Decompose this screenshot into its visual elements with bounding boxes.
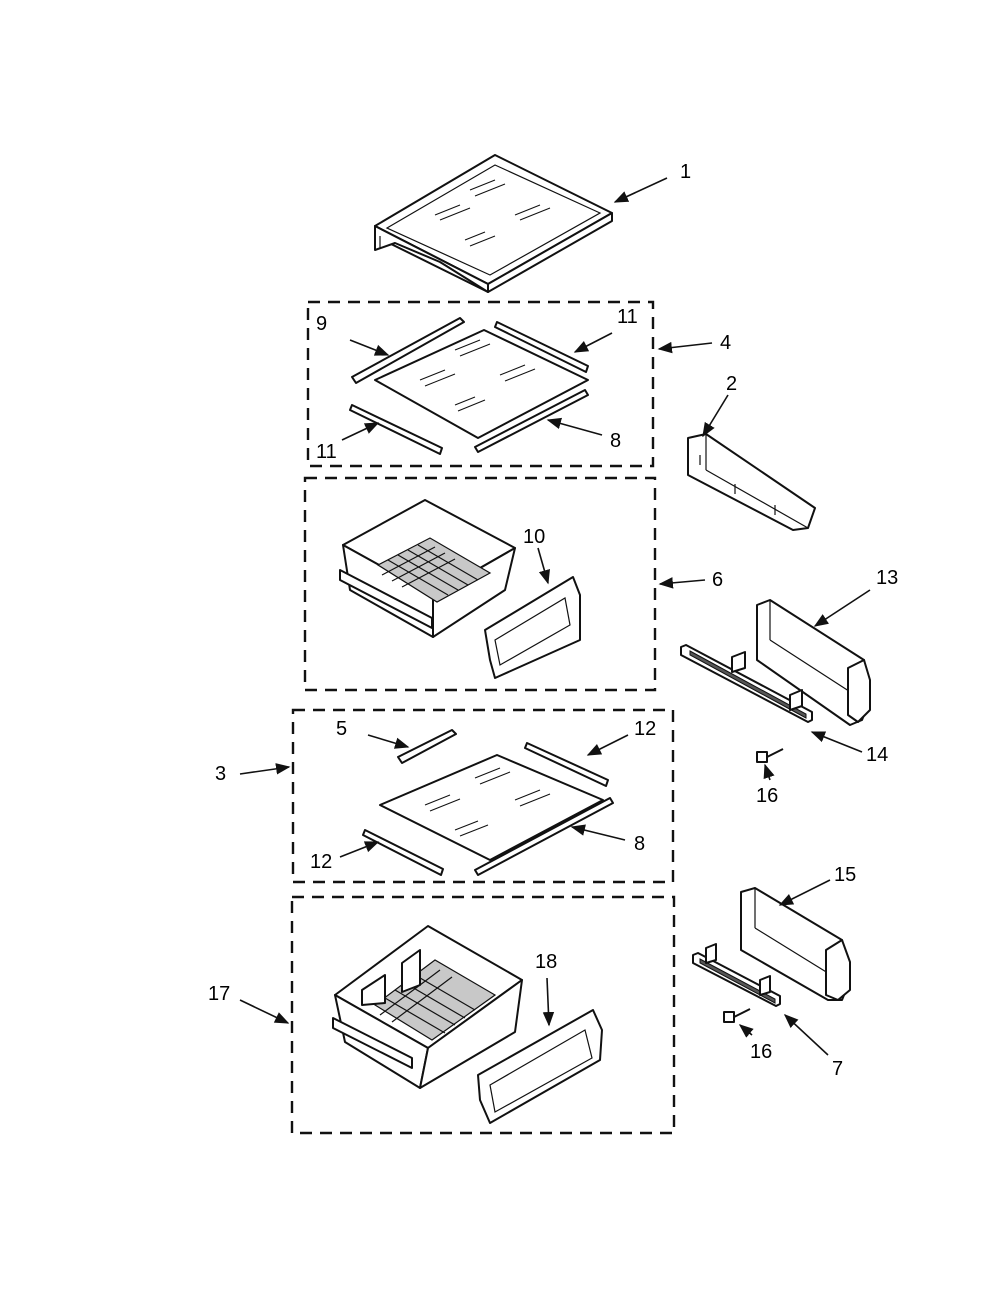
- part-16-screw-upper: [756, 748, 784, 763]
- leader-16-upper: [763, 763, 775, 781]
- leader-2: [702, 394, 729, 438]
- group-4-box: [306, 300, 655, 468]
- callout-12-left: 12: [310, 851, 332, 873]
- leader-11-right: [573, 332, 613, 353]
- part-14-slide-rail: [680, 644, 813, 723]
- part-7-slide-rail: [692, 943, 781, 1007]
- part-8-trim: [474, 389, 589, 453]
- leader-8-lower: [570, 824, 626, 841]
- leader-18: [542, 977, 555, 1027]
- callout-16-upper: 16: [756, 785, 778, 807]
- leader-1: [613, 177, 668, 203]
- part-15-slide-cover: [740, 887, 851, 1001]
- leader-4: [657, 341, 713, 354]
- callout-1: 1: [680, 161, 691, 183]
- leader-12-right: [586, 734, 629, 756]
- part-8-trim-lower: [474, 797, 614, 876]
- part-12-trim-right: [524, 742, 609, 787]
- callout-15: 15: [834, 864, 856, 886]
- part-11-trim-right: [494, 321, 589, 373]
- callout-17: 17: [208, 983, 230, 1005]
- leader-14: [810, 731, 863, 753]
- leader-9: [349, 339, 390, 356]
- part-12-trim-left: [362, 829, 444, 876]
- leader-10: [537, 547, 550, 585]
- callout-5: 5: [336, 718, 347, 740]
- callout-10: 10: [523, 526, 545, 548]
- part-13-slide-cover: [756, 599, 871, 726]
- callout-8-lower: 8: [634, 833, 645, 855]
- part-4-glass-panel: [374, 329, 589, 439]
- callout-7: 7: [832, 1058, 843, 1080]
- leader-lines: [239, 177, 871, 1056]
- callout-11-left: 11: [316, 441, 337, 463]
- part-11-trim-left: [349, 404, 443, 455]
- part-2-bracket: [687, 433, 816, 531]
- callout-8-upper: 8: [610, 430, 621, 452]
- callout-9: 9: [316, 313, 327, 335]
- callout-12-right: 12: [634, 718, 656, 740]
- part-6-crisper-pan: [339, 499, 516, 638]
- callout-18: 18: [535, 951, 557, 973]
- leader-3: [239, 763, 291, 775]
- callout-13: 13: [876, 567, 898, 589]
- leader-16-lower: [738, 1024, 754, 1038]
- leader-15: [778, 879, 831, 906]
- part-18-meat-pan-cover: [477, 1009, 603, 1124]
- group-3-box: [291, 708, 675, 884]
- callout-16-lower: 16: [750, 1041, 772, 1063]
- part-17-meat-pan: [332, 925, 523, 1089]
- callout-6: 6: [712, 569, 723, 591]
- callout-labels: 1 9 11 4 2 11 8 10 6 13 5 12 14 16 3 12 …: [208, 161, 898, 1080]
- callout-11-right: 11: [617, 306, 638, 328]
- leader-7: [783, 1014, 829, 1056]
- part-10-crisper-cover: [484, 576, 581, 679]
- part-1-shelf-assembly: [374, 154, 613, 293]
- leader-11-left: [341, 422, 380, 441]
- callout-4: 4: [720, 332, 731, 354]
- leader-8-upper: [546, 417, 603, 436]
- group-17-box: [290, 895, 676, 1135]
- leader-17: [239, 999, 290, 1024]
- callout-3: 3: [215, 763, 226, 785]
- leader-13: [813, 589, 871, 627]
- part-5-trim: [397, 729, 457, 764]
- part-16-screw-lower: [723, 1008, 751, 1023]
- part-3-glass-panel: [379, 754, 604, 861]
- part-9-trim: [351, 317, 465, 384]
- callout-14: 14: [866, 744, 888, 766]
- callout-2: 2: [726, 373, 737, 395]
- leader-6: [658, 577, 706, 589]
- leader-12-left: [339, 841, 380, 858]
- leader-5: [367, 734, 410, 749]
